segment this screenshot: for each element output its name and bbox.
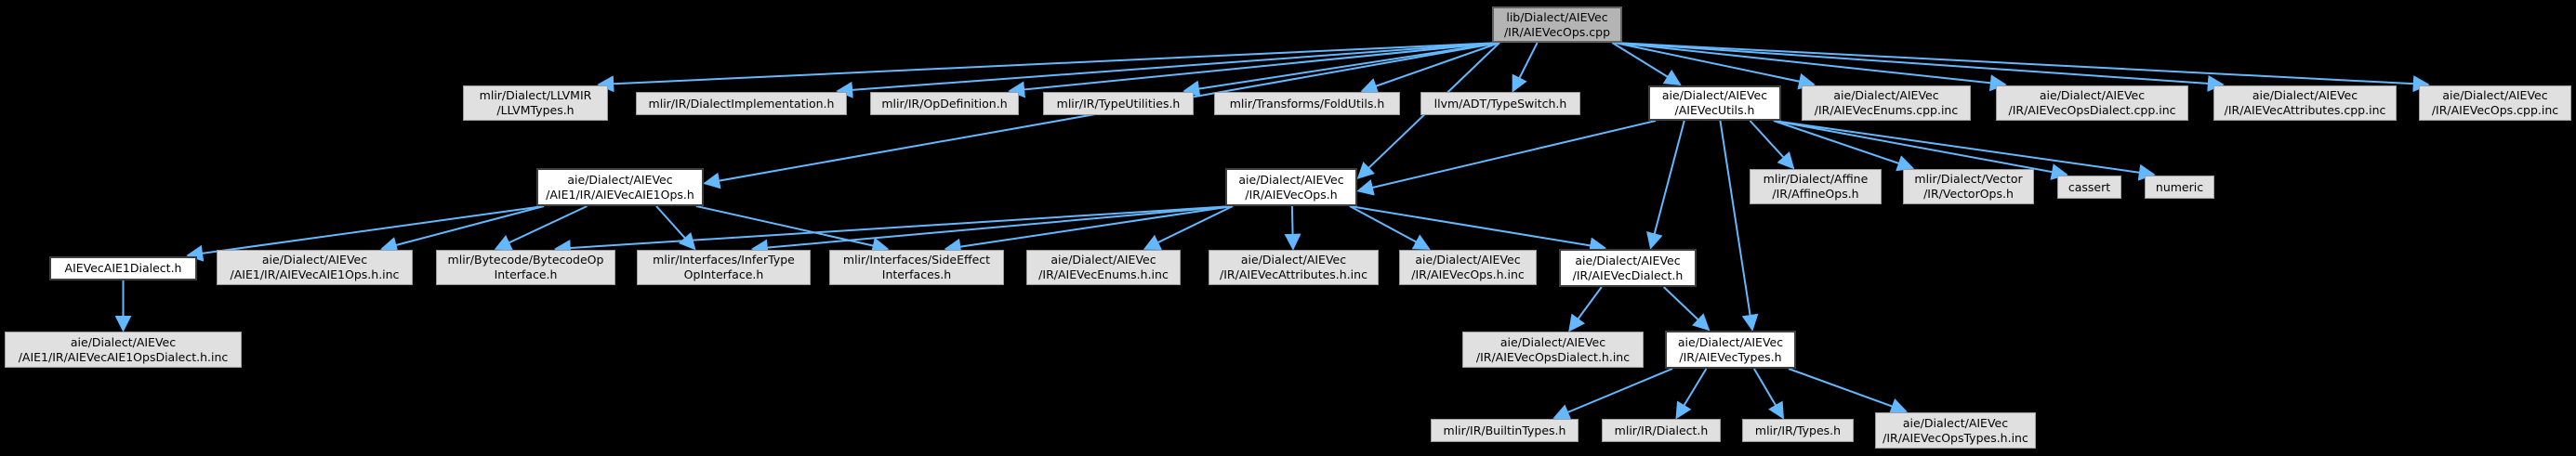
include-edge: [1349, 205, 1431, 250]
include-edge: [655, 205, 696, 251]
include-edge: [1614, 42, 2430, 93]
include-edge: [553, 205, 1234, 256]
graph-node-cassert: cassert: [2057, 176, 2121, 199]
graph-node-attributes-cpp-inc: aie/Dialect/AIEVec /IR/AIEVecAttributes.…: [2213, 85, 2397, 121]
graph-node-ops-cpp-inc: aie/Dialect/AIEVec /IR/AIEVecOps.cpp.inc: [2419, 85, 2571, 121]
include-edge: [1773, 120, 1915, 172]
include-edge: [1662, 286, 1711, 332]
graph-node-opdefinition: mlir/IR/OpDefinition.h: [870, 92, 1019, 115]
include-edge: [1356, 120, 1657, 196]
include-edge: [1614, 42, 1816, 90]
include-edge: [1611, 42, 1682, 85]
graph-node-infertype: mlir/Interfaces/InferType OpInterface.h: [637, 250, 811, 285]
include-edge: [695, 205, 890, 254]
graph-node-affineops: mlir/Dialect/Affine /IR/AffineOps.h: [1750, 169, 1882, 204]
include-edge: [750, 205, 1234, 256]
include-edge: [1646, 120, 1685, 250]
include-edge: [1773, 120, 2068, 180]
graph-node-aievecutils[interactable]: aie/Dialect/AIEVec /AIEVecUtils.h: [1648, 85, 1781, 121]
graph-node-llvmtypes: mlir/Dialect/LLVMIR /LLVMTypes.h: [463, 85, 608, 121]
include-edge: [1749, 120, 1795, 170]
include-edge: [1349, 205, 1607, 254]
graph-node-typeutilities: mlir/IR/TypeUtilities.h: [1043, 92, 1194, 115]
include-edge: [1614, 42, 2225, 92]
graph-node-mlir-dialect-h: mlir/IR/Dialect.h: [1602, 419, 1721, 442]
graph-node-opsdialect-cpp-inc: aie/Dialect/AIEVec /IR/AIEVecOpsDialect.…: [1996, 85, 2188, 121]
graph-node-builtintypes: mlir/IR/BuiltinTypes.h: [1431, 419, 1579, 442]
graph-node-numeric: numeric: [2145, 176, 2214, 199]
include-edge: [186, 205, 545, 262]
include-edge: [494, 205, 588, 251]
include-edge: [1182, 42, 1500, 98]
graph-node-foldutils: mlir/Transforms/FoldUtils.h: [1214, 92, 1400, 115]
include-edge: [1675, 368, 1708, 420]
include-edge: [1008, 42, 1500, 98]
graph-node-dialectimplementation: mlir/IR/DialectImplementation.h: [636, 92, 847, 115]
graph-node-ops-h-inc: aie/Dialect/AIEVec /IR/AIEVecOps.h.inc: [1399, 250, 1537, 285]
include-edge: [1614, 42, 2007, 92]
include-edge: [1773, 120, 2156, 181]
graph-node-aie1opsdialect-h-inc: aie/Dialect/AIEVec /AIE1/IR/AIEVecAIE1Op…: [5, 332, 242, 368]
include-edge: [1788, 368, 1908, 414]
graph-node-attributes-h-inc: aie/Dialect/AIEVec /IR/AIEVecAttributes.…: [1209, 250, 1379, 285]
include-edge: [1512, 42, 1539, 93]
graph-node-opsdialect-h-inc: aie/Dialect/AIEVec /IR/AIEVecOpsDialect.…: [1462, 332, 1644, 368]
graph-node-aievectypes-h[interactable]: aie/Dialect/AIEVec /IR/AIEVecTypes.h: [1665, 331, 1796, 369]
include-edge: [944, 205, 1234, 255]
include-edge: [1568, 286, 1603, 332]
include-edge: [380, 205, 545, 254]
graph-node-enums-h-inc: aie/Dialect/AIEVec /IR/AIEVecEnums.h.inc: [1026, 250, 1181, 285]
graph-node-aievecops-cpp: lib/Dialect/AIEVec /IR/AIEVecOps.cpp: [1492, 7, 1622, 43]
include-edge: [1284, 205, 1301, 251]
include-edge: [1143, 205, 1234, 251]
graph-node-aievecops-h[interactable]: aie/Dialect/AIEVec /IR/AIEVecOps.h: [1225, 168, 1357, 206]
include-edge: [1719, 120, 1759, 332]
graph-node-enums-cpp-inc: aie/Dialect/AIEVec /IR/AIEVecEnums.cpp.i…: [1802, 85, 1971, 121]
graph-node-aievecdialect-h[interactable]: aie/Dialect/AIEVec /IR/AIEVecDialect.h: [1559, 249, 1697, 287]
graph-node-sideeffect: mlir/Interfaces/SideEffect Interfaces.h: [829, 250, 1004, 285]
include-edge: [597, 42, 1500, 93]
graph-node-aie1ops-h[interactable]: aie/Dialect/AIEVec /AIE1/IR/AIEVecAIE1Op…: [536, 168, 704, 206]
include-edge: [1552, 368, 1673, 421]
graph-node-aie1dialect-h[interactable]: AIEVecAIE1Dialect.h: [49, 256, 197, 280]
graph-node-mlir-types-h: mlir/IR/Types.h: [1742, 419, 1854, 442]
graph-node-typeswitch: llvm/ADT/TypeSwitch.h: [1420, 92, 1580, 115]
graph-node-aie1ops-h-inc: aie/Dialect/AIEVec /AIE1/IR/AIEVecAIE1Op…: [217, 250, 413, 285]
include-edge: [1360, 42, 1500, 95]
graph-node-bytecode: mlir/Bytecode/BytecodeOp Interface.h: [436, 250, 615, 285]
include-edge: [1753, 368, 1784, 420]
graph-node-opstypes-h-inc: aie/Dialect/AIEVec /IR/AIEVecOpsTypes.h.…: [1875, 412, 2036, 449]
include-edge: [836, 42, 1500, 98]
graph-node-vectorops: mlir/Dialect/Vector /IR/VectorOps.h: [1903, 169, 2034, 204]
